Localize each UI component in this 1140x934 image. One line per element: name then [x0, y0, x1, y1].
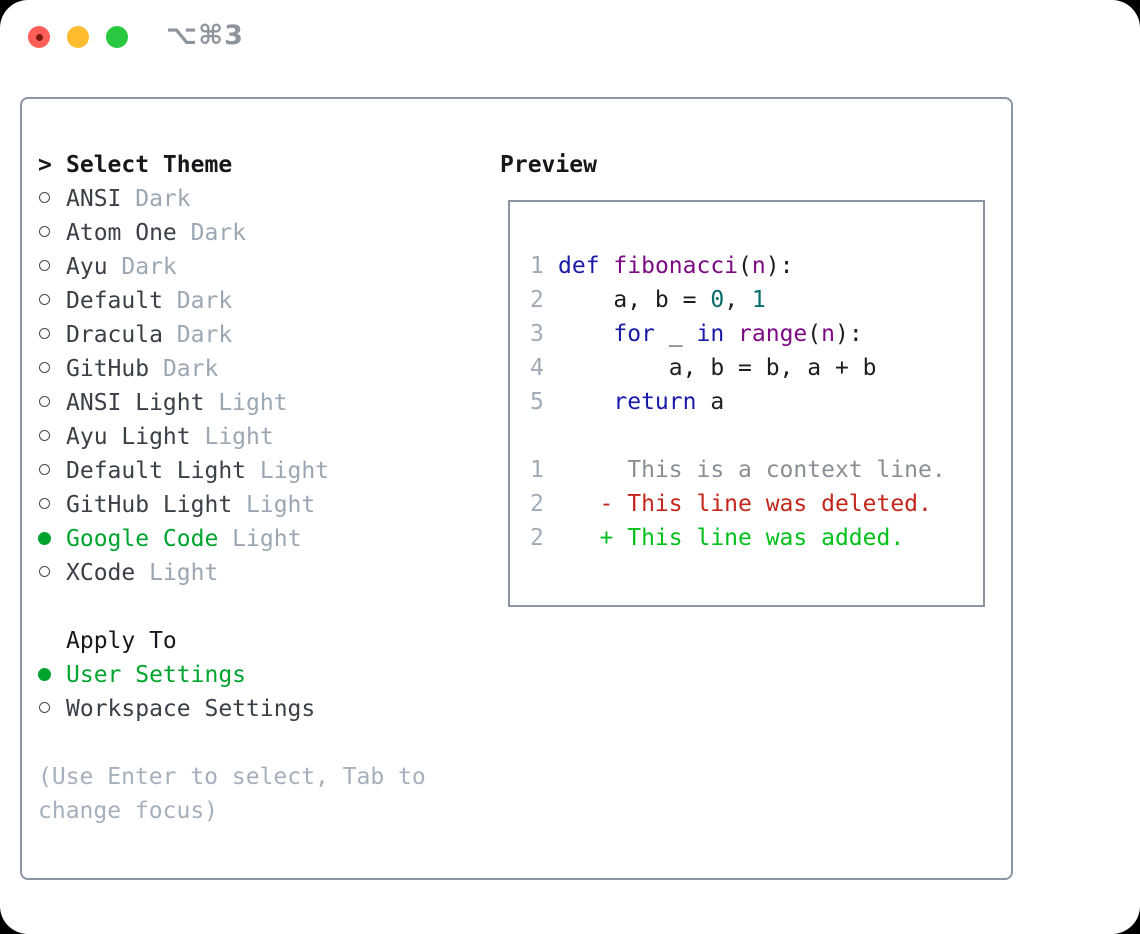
- window-title: ⌥⌘3: [166, 20, 244, 51]
- theme-name: Default: [66, 288, 163, 314]
- spacer-row: [38, 590, 478, 624]
- theme-name: Default Light: [66, 458, 247, 484]
- close-button[interactable]: [28, 26, 50, 48]
- theme-name: GitHub Light: [66, 492, 233, 518]
- theme-name: Ayu Light: [66, 424, 191, 450]
- theme-name: ANSI Light: [66, 390, 205, 416]
- title-bar: ⌥⌘3: [0, 0, 1140, 75]
- theme-option-atom-one[interactable]: Atom One Dark: [38, 216, 478, 250]
- line-number: 3: [530, 321, 544, 347]
- theme-name: Google Code: [66, 526, 219, 552]
- theme-option-github-light[interactable]: GitHub Light Light: [38, 488, 478, 522]
- theme-variant-tag: Dark: [176, 220, 247, 246]
- theme-option-google-code[interactable]: Google Code Light: [38, 522, 478, 556]
- theme-option-default-light[interactable]: Default Light Light: [38, 454, 478, 488]
- line-number: 2: [530, 491, 544, 517]
- line-number: 2: [530, 525, 544, 551]
- apply-option-workspace-settings[interactable]: Workspace Settings: [38, 692, 478, 726]
- theme-variant-tag: Light: [218, 526, 302, 552]
- theme-name: Ayu: [66, 254, 108, 280]
- code-line: 1 This is a context line.: [530, 453, 983, 487]
- apply-option-label: Workspace Settings: [66, 696, 316, 722]
- code-line: 5 return a: [530, 385, 983, 419]
- line-number: 1: [530, 457, 544, 483]
- theme-name: XCode: [66, 560, 136, 586]
- theme-option-github[interactable]: GitHub Dark: [38, 352, 478, 386]
- select-theme-label: Select Theme: [66, 152, 233, 178]
- line-number: 4: [530, 355, 544, 381]
- code-line: 2 - This line was deleted.: [530, 487, 983, 521]
- apply-option-user-settings[interactable]: User Settings: [38, 658, 478, 692]
- theme-variant-tag: Light: [135, 560, 219, 586]
- theme-variant-tag: Light: [204, 390, 288, 416]
- prompt-icon: >: [38, 152, 52, 178]
- theme-option-ayu-light[interactable]: Ayu Light Light: [38, 420, 478, 454]
- theme-name: ANSI: [66, 186, 122, 212]
- theme-variant-tag: Light: [190, 424, 274, 450]
- zoom-button[interactable]: [106, 26, 128, 48]
- help-text: (Use Enter to select, Tab to change focu…: [38, 764, 426, 824]
- theme-name: Atom One: [66, 220, 177, 246]
- theme-variant-tag: Dark: [162, 288, 233, 314]
- code-line: 4 a, b = b, a + b: [530, 351, 983, 385]
- select-theme-header: > Select Theme: [38, 148, 478, 182]
- code-line: [530, 419, 983, 453]
- theme-name: GitHub: [66, 356, 150, 382]
- theme-variant-tag: Dark: [121, 186, 191, 212]
- theme-option-xcode[interactable]: XCode Light: [38, 556, 478, 590]
- traffic-lights: [28, 26, 128, 48]
- line-number: 1: [530, 253, 544, 279]
- line-number: 2: [530, 287, 544, 313]
- theme-name: Dracula: [66, 322, 163, 348]
- theme-option-ayu[interactable]: Ayu Dark: [38, 250, 478, 284]
- theme-option-default[interactable]: Default Dark: [38, 284, 478, 318]
- theme-variant-tag: Light: [246, 458, 330, 484]
- theme-variant-tag: Dark: [107, 254, 177, 280]
- apply-to-header: Apply To: [38, 624, 478, 658]
- theme-variant-tag: Light: [232, 492, 316, 518]
- theme-variant-tag: Dark: [162, 322, 233, 348]
- apply-option-label: User Settings: [66, 662, 247, 688]
- theme-option-dracula[interactable]: Dracula Dark: [38, 318, 478, 352]
- code-line: 2 + This line was added.: [530, 521, 983, 555]
- preview-header: Preview: [500, 152, 597, 178]
- line-number: 5: [530, 389, 544, 415]
- apply-to-label: Apply To: [66, 628, 177, 654]
- theme-option-ansi[interactable]: ANSI Dark: [38, 182, 478, 216]
- minimize-button[interactable]: [67, 26, 89, 48]
- theme-variant-tag: Dark: [149, 356, 219, 382]
- code-line: 3 for _ in range(n):: [530, 317, 983, 351]
- theme-option-ansi-light[interactable]: ANSI Light Light: [38, 386, 478, 420]
- code-line: 2 a, b = 0, 1: [530, 283, 983, 317]
